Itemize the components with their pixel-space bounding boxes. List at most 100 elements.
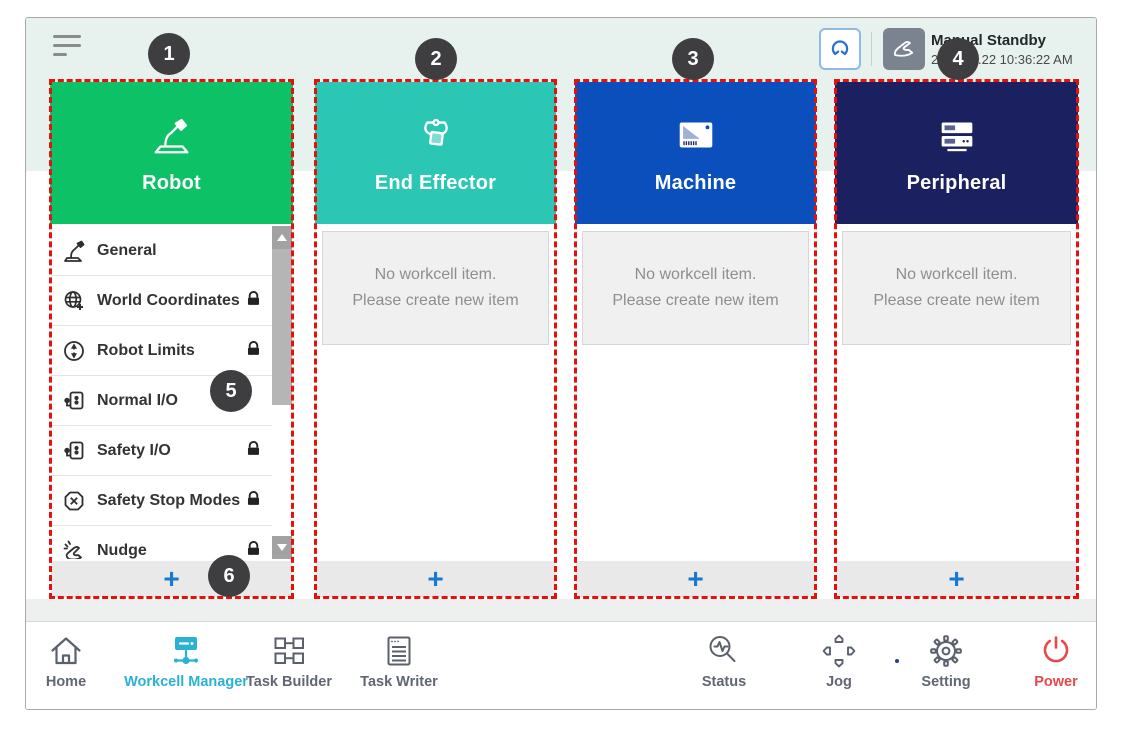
power-icon	[1043, 636, 1069, 663]
robot-list-scrollbar[interactable]	[272, 226, 292, 559]
task-writer-icon	[387, 636, 411, 666]
nav-label: Task Writer	[360, 674, 438, 690]
annotation-badge-2: 2	[415, 38, 457, 80]
safety-stop-icon	[64, 491, 84, 510]
end-effector-title: End Effector	[374, 171, 497, 194]
robot-icon	[154, 118, 188, 153]
annotation-badge-4: 4	[937, 38, 979, 80]
lock-icon	[247, 440, 260, 455]
peripheral-category-header[interactable]: Peripheral	[835, 82, 1078, 224]
nav-item-task-builder[interactable]: Task Builder	[229, 631, 349, 690]
workcell-manager-icon	[174, 637, 198, 665]
empty-text-line2: Please create new item	[612, 292, 779, 309]
lock-icon	[247, 540, 260, 555]
topbar-divider	[871, 32, 872, 66]
workcell-column-machine: Machine No workcell item. Please create …	[574, 79, 817, 599]
bottom-navigation-bar: Home Workcell Manager Task Builder	[26, 621, 1096, 709]
nav-item-home[interactable]: Home	[26, 631, 126, 690]
nav-label: Power	[1034, 674, 1078, 690]
hamburger-icon	[53, 35, 81, 38]
content-bottom-strip	[26, 599, 1096, 621]
scroll-down-button[interactable]	[272, 536, 292, 559]
nav-item-status[interactable]: Status	[664, 631, 784, 690]
list-item-label: Safety I/O	[97, 441, 171, 459]
list-item-nudge[interactable]: Nudge	[51, 526, 292, 559]
annotation-badge-1: 1	[148, 33, 190, 75]
list-item-label: Safety Stop Modes	[97, 491, 241, 509]
nav-dot	[895, 659, 899, 663]
menu-button[interactable]	[53, 35, 83, 61]
empty-text-line2: Please create new item	[873, 292, 1040, 309]
annotation-badge-5: 5	[210, 370, 252, 412]
end-effector-add-button[interactable]: +	[316, 561, 555, 597]
lock-icon	[247, 490, 260, 505]
end-effector-category-header[interactable]: End Effector	[315, 82, 556, 224]
list-item-label: General	[97, 241, 157, 259]
peripheral-title: Peripheral	[906, 171, 1007, 194]
workcell-column-robot: Robot General World Coordinates	[49, 79, 294, 599]
jog-icon	[822, 634, 856, 668]
manual-mode-button[interactable]	[883, 28, 925, 70]
io-icon	[64, 391, 84, 409]
list-item-robot-limits[interactable]: Robot Limits	[51, 326, 292, 376]
plus-icon: +	[163, 563, 180, 594]
nav-label-active: Workcell Manager	[124, 674, 248, 690]
hand-icon	[893, 40, 914, 57]
nav-label: Jog	[826, 674, 852, 690]
nav-label: Home	[45, 674, 87, 690]
peripheral-empty-state: No workcell item. Please create new item	[842, 231, 1071, 345]
robot-limits-icon	[64, 340, 84, 361]
app-window: Manual Standby 2019.02.22 10:36:22 AM Ro…	[25, 17, 1097, 710]
list-item-label: Normal I/O	[97, 391, 178, 409]
empty-text-line1: No workcell item.	[895, 266, 1018, 283]
annotation-badge-3: 3	[672, 38, 714, 80]
list-item-safety-io[interactable]: Safety I/O	[51, 426, 292, 476]
gripper-mode-button[interactable]	[819, 28, 861, 70]
world-coordinates-icon	[64, 290, 83, 310]
machine-category-header[interactable]: Machine	[575, 82, 816, 224]
robot-arm-icon	[64, 240, 85, 262]
arrow-up-icon	[277, 234, 287, 241]
list-item-safety-stop-modes[interactable]: Safety Stop Modes	[51, 476, 292, 526]
nav-item-jog[interactable]: Jog	[779, 631, 899, 690]
list-item-label: Robot Limits	[97, 341, 195, 359]
machine-title: Machine	[654, 171, 737, 194]
list-item-label: Nudge	[97, 541, 147, 559]
nav-label: Status	[701, 674, 747, 690]
nav-item-workcell-manager[interactable]: Workcell Manager	[124, 631, 248, 690]
workcell-column-peripheral: Peripheral No workcell item. Please crea…	[834, 79, 1079, 599]
empty-text-line1: No workcell item.	[374, 266, 497, 283]
lock-icon	[247, 340, 260, 355]
robot-category-header[interactable]: Robot	[50, 82, 293, 224]
nav-label: Setting	[921, 674, 971, 690]
arrow-down-icon	[277, 544, 287, 551]
machine-icon	[679, 122, 712, 147]
robot-add-button[interactable]: +	[51, 561, 292, 597]
nav-item-power[interactable]: Power	[996, 631, 1096, 690]
io-icon	[64, 441, 84, 459]
nav-label: Task Builder	[246, 674, 332, 690]
list-item-normal-io[interactable]: Normal I/O	[51, 376, 292, 426]
workcell-column-end-effector: End Effector No workcell item. Please cr…	[314, 79, 557, 599]
nav-item-setting[interactable]: Setting	[886, 631, 1006, 690]
robot-title: Robot	[142, 171, 201, 194]
status-icon	[709, 636, 736, 662]
plus-icon: +	[427, 563, 444, 594]
empty-text-line1: No workcell item.	[634, 266, 757, 283]
scrollbar-thumb[interactable]	[272, 249, 292, 405]
robot-item-list: General World Coordinates Robot Limits	[51, 226, 292, 559]
plus-icon: +	[687, 563, 704, 594]
machine-add-button[interactable]: +	[576, 561, 815, 597]
peripheral-add-button[interactable]: +	[836, 561, 1077, 597]
nav-item-task-writer[interactable]: Task Writer	[339, 631, 459, 690]
setting-icon	[930, 635, 962, 667]
scroll-up-button[interactable]	[272, 226, 292, 249]
list-item-world-coordinates[interactable]: World Coordinates	[51, 276, 292, 326]
list-item-general[interactable]: General	[51, 226, 292, 276]
machine-empty-state: No workcell item. Please create new item	[582, 231, 809, 345]
peripheral-icon	[941, 122, 972, 151]
task-builder-icon	[274, 637, 304, 664]
plus-icon: +	[948, 563, 965, 594]
list-item-label: World Coordinates	[97, 291, 240, 309]
